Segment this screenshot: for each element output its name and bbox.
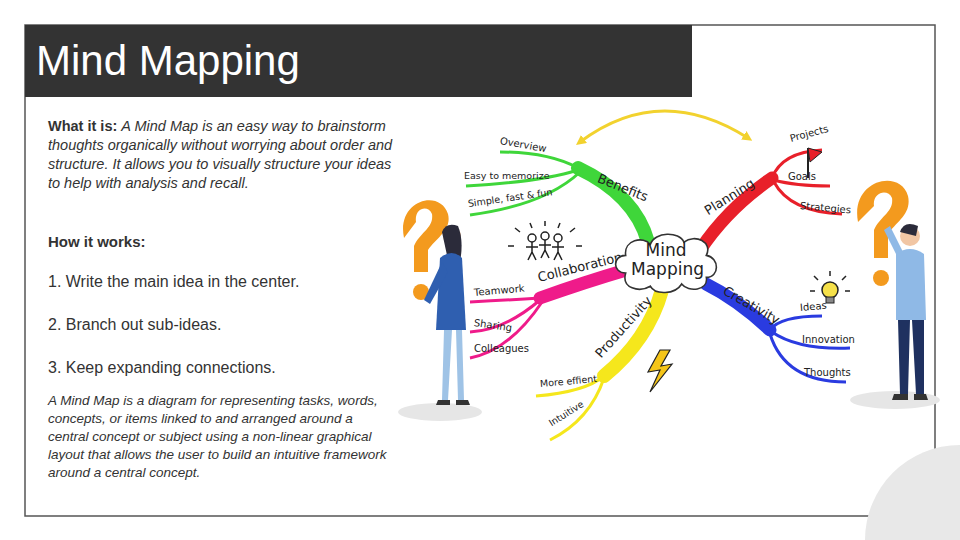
definition-paragraph: What it is: A Mind Map is an easy way to…: [48, 117, 400, 193]
step-item: 2. Branch out sub-ideas.: [48, 314, 388, 336]
leaf-label: Thoughts: [804, 366, 851, 379]
leaf-label: Ideas: [799, 298, 827, 313]
section-heading: How it works:: [48, 232, 388, 252]
leaf-label: Goals: [788, 170, 816, 183]
leaf-label: Innovation: [802, 333, 855, 346]
leaf-label: Easy to memorize: [464, 170, 550, 183]
title-bar: Mind Mapping: [25, 25, 692, 97]
step-item: 1. Write the main idea in the center.: [48, 271, 388, 293]
slide-title: Mind Mapping: [36, 37, 300, 85]
central-cloud: Mind Mapping: [610, 229, 722, 295]
node-text: Mind Mapping: [631, 241, 701, 279]
summary-paragraph: A Mind Map is a diagram for representing…: [48, 392, 393, 482]
cloud-text-wrap: Mind Mapping: [610, 229, 722, 291]
leaf-label: Colleagues: [474, 342, 529, 355]
step-item: 3. Keep expanding connections.: [48, 357, 388, 379]
definition-heading: What it is:: [48, 118, 117, 134]
